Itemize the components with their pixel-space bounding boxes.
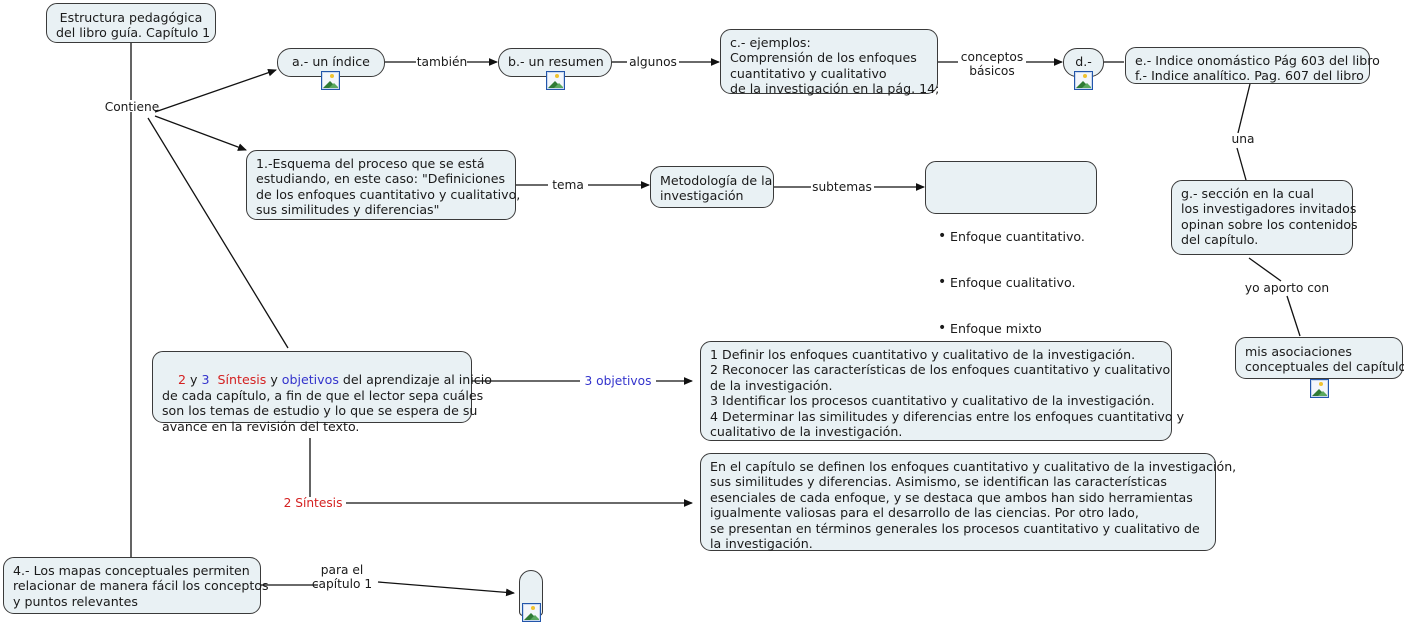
edge-yoaporto-asociaciones xyxy=(1286,295,1301,337)
edge-ef-una xyxy=(1237,83,1251,134)
node-enfoques[interactable]: Enfoque cuantitativo. Enfoque cualitativ… xyxy=(925,161,1097,337)
edge-label-algunos: algunos xyxy=(629,55,677,69)
edge-label-tambien: también xyxy=(416,55,468,69)
node-seccion-g[interactable]: g.- sección en la cual los investigadore… xyxy=(1171,180,1358,255)
node-indices-ef[interactable]: e.- Indice onomástico Pág 603 del libro … xyxy=(1125,47,1380,84)
token-space xyxy=(210,372,218,387)
edge-contiene-esquema xyxy=(154,115,247,151)
edge-label-para-el-capitulo: para el capítulo 1 xyxy=(311,563,373,592)
edge-label-tema: tema xyxy=(552,178,584,192)
node-esquema[interactable]: 1.-Esquema del proceso que se está estud… xyxy=(246,150,520,220)
token-y-2: y xyxy=(266,372,282,388)
node-asociaciones[interactable]: mis asociaciones conceptuales del capítu… xyxy=(1235,337,1404,379)
edge-label-subtemas: subtemas xyxy=(812,180,872,194)
node-root[interactable]: Estructura pedagógica del libro guía. Ca… xyxy=(46,3,216,43)
image-placeholder-icon[interactable] xyxy=(1310,379,1329,398)
edge-label-2-sintesis: 2 Síntesis xyxy=(283,496,343,510)
edge-contiene-indice xyxy=(154,68,277,113)
token-rest: del aprendizaje al inicio de cada capítu… xyxy=(162,372,492,434)
list-item: Enfoque cualitativo. xyxy=(938,275,1087,291)
token-sintesis: Síntesis xyxy=(217,372,267,388)
node-metodologia[interactable]: Metodología de la investigación xyxy=(650,166,774,208)
image-placeholder-icon[interactable] xyxy=(522,603,541,622)
edge-label-yo-aporto-con: yo aporto con xyxy=(1244,281,1330,295)
image-placeholder-icon[interactable] xyxy=(546,71,565,90)
edge-label-contiene: Contiene xyxy=(104,100,160,114)
edge-label-3-objetivos: 3 objetivos xyxy=(584,374,652,388)
token-2: 2 xyxy=(178,372,187,388)
node-ejemplos[interactable]: c.- ejemplos: Comprensión de los enfoque… xyxy=(720,29,939,96)
token-y-1: y xyxy=(186,372,202,388)
image-placeholder-icon[interactable] xyxy=(321,71,340,90)
token-objetivos: objetivos xyxy=(281,372,339,388)
list-item: Enfoque mixto xyxy=(938,321,1087,337)
edge-g-yoaporto xyxy=(1248,257,1282,282)
node-indice[interactable]: a.- un índice xyxy=(277,48,385,77)
enfoques-list: Enfoque cuantitativo. Enfoque cualitativ… xyxy=(935,198,1087,367)
image-placeholder-icon[interactable] xyxy=(1074,71,1093,90)
edge-una-g xyxy=(1236,147,1247,181)
node-sintesis-texto[interactable]: En el capítulo se definen los enfoques c… xyxy=(700,453,1236,551)
token-3: 3 xyxy=(201,372,210,388)
node-sintesis-objetivos[interactable]: 2 y 3 Síntesis y objetivos del aprendiza… xyxy=(152,351,492,434)
edge-label-conceptos-basicos: conceptos básicos xyxy=(960,50,1024,79)
node-mapas-conceptuales[interactable]: 4.- Los mapas conceptuales permiten rela… xyxy=(3,557,269,614)
node-objetivos-lista[interactable]: 1 Definir los enfoques cuantitativo y cu… xyxy=(700,341,1184,441)
edge-label-una: una xyxy=(1231,132,1255,146)
list-item: Enfoque cuantitativo. xyxy=(938,229,1087,245)
edge-paraelcapitulo-capsule xyxy=(377,581,515,597)
